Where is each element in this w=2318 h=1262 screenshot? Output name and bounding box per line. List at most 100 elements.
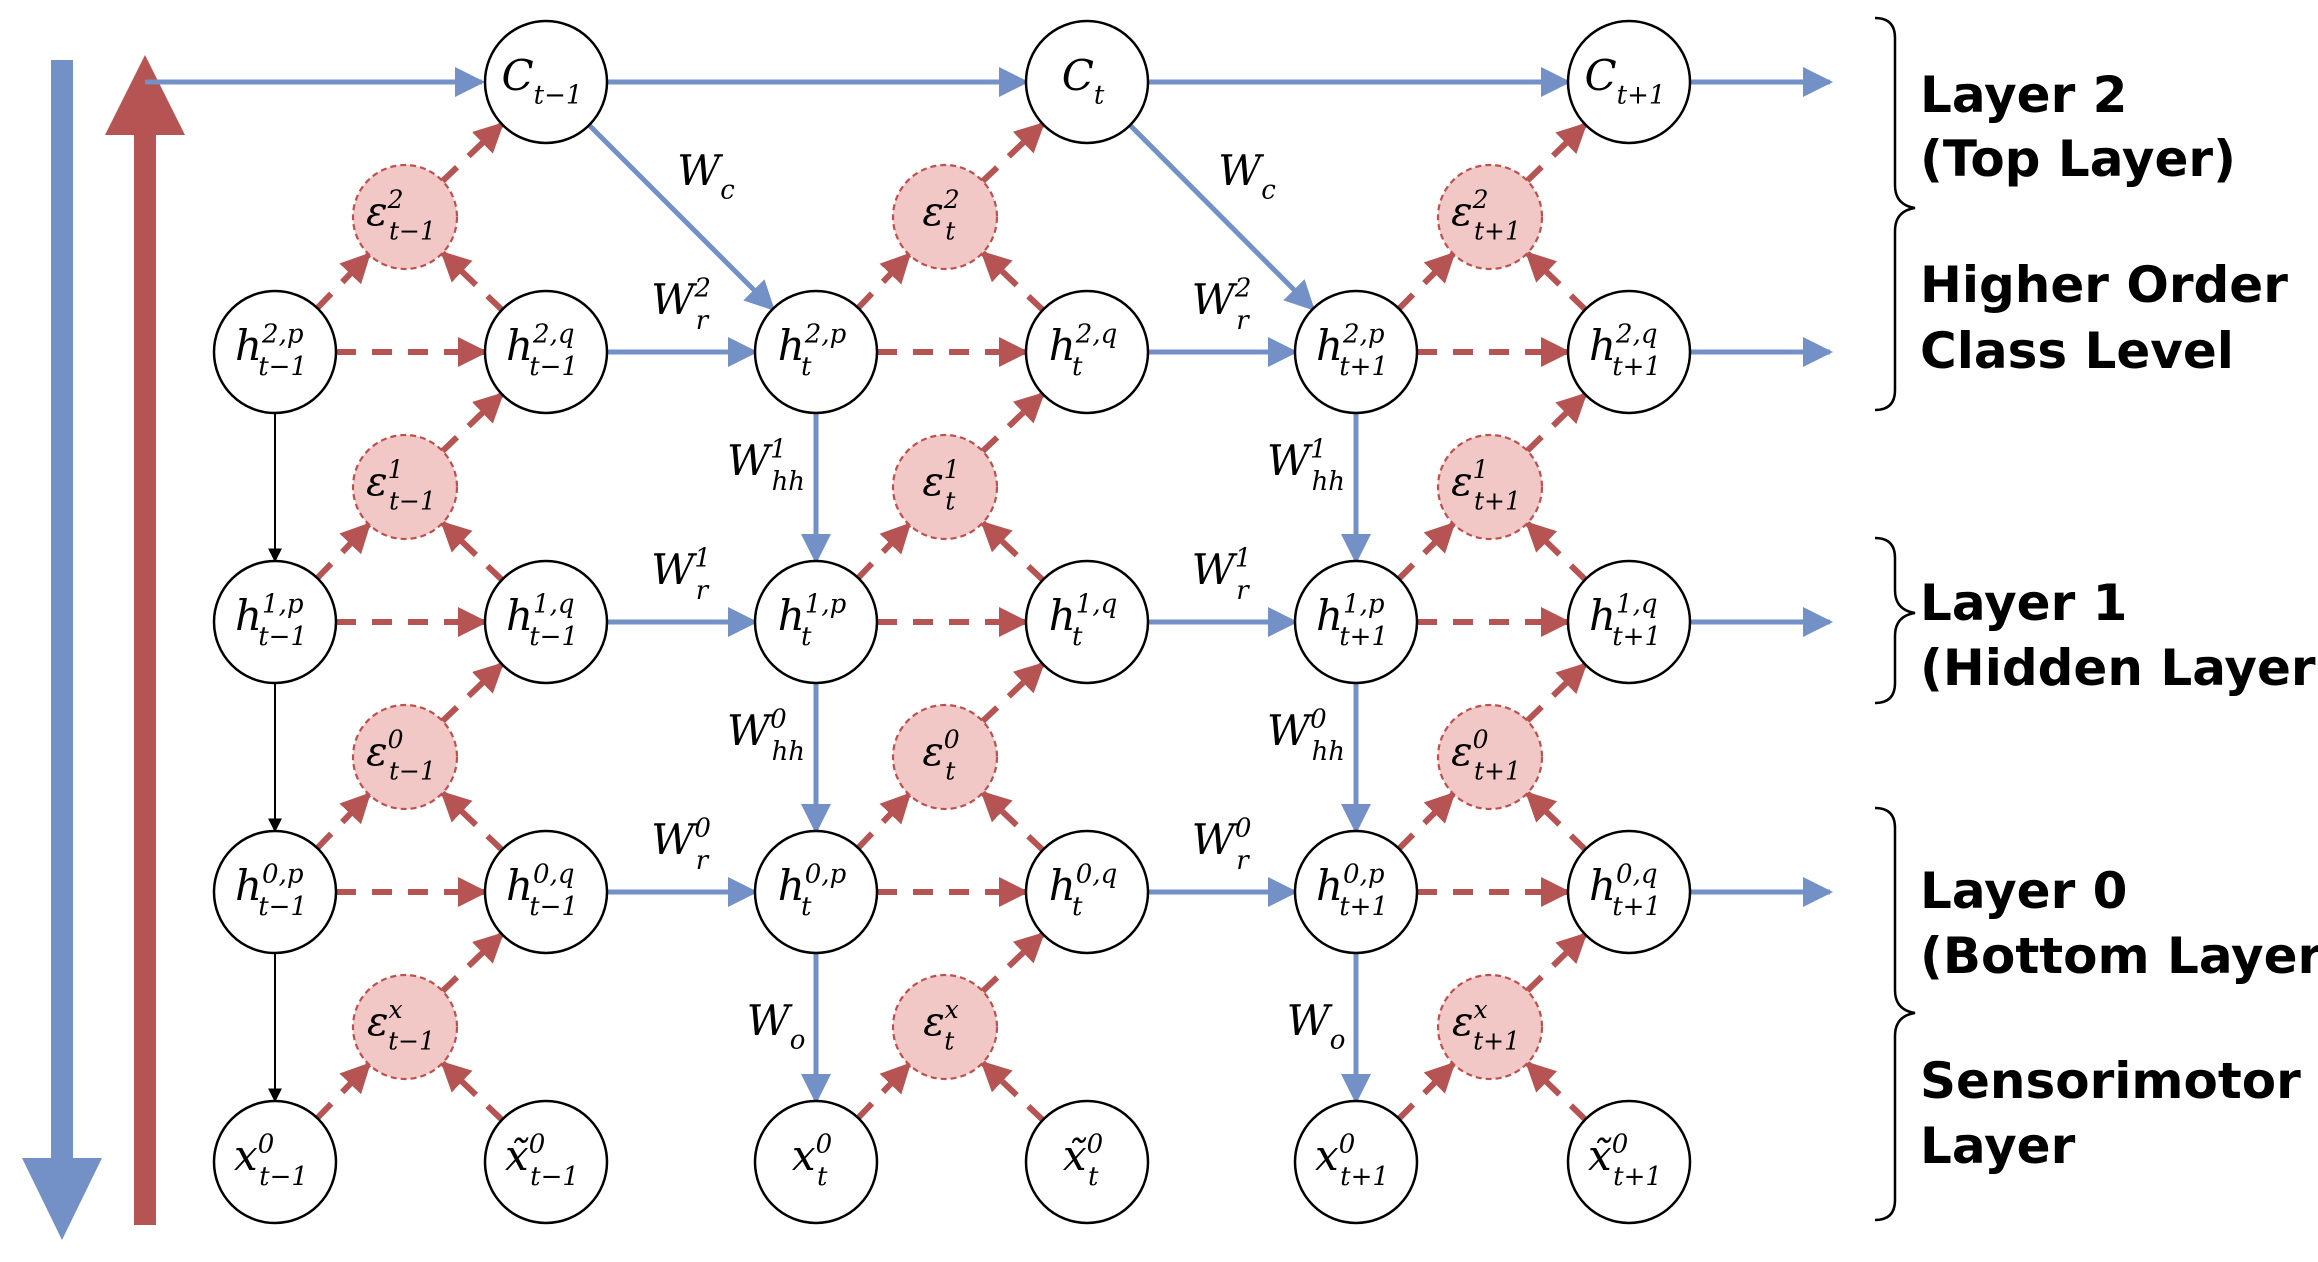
error-in-arrow [855,1062,912,1120]
error-out-arrow [980,661,1045,724]
error-node-1-circle [351,433,459,541]
error-out-arrow [1525,122,1588,183]
x-node-circle [212,1099,338,1225]
h-p-node-circle [753,559,879,685]
class-level-subtitle: Class Level [1920,322,2234,380]
h-p-node-circle [212,289,338,415]
class-node-t: Ct [1024,19,1150,145]
weight-wo-label: Wo [747,996,806,1055]
top-down-prediction-arrow [22,60,102,1240]
class-level-title: Higher Order [1920,256,2288,314]
error-out-arrow [1525,932,1588,993]
error-out-arrow [980,121,1045,184]
class-to-hidden-arrow [1128,123,1316,311]
h-p-node-circle [1293,829,1419,955]
error-node-0-circle [891,703,999,811]
error-in-arrow [315,792,372,851]
h-p-node-circle [753,289,879,415]
class-node-t+1-circle [1566,19,1692,145]
h-q-node-circle [483,559,609,685]
layer1-title: Layer 1 [1920,574,2127,632]
error-in-arrow [440,250,505,312]
error-in-arrow [1525,791,1588,852]
error-in-arrow [315,522,372,581]
error-in-arrow [980,790,1045,853]
h-p-node-circle [212,559,338,685]
error-in-arrow [855,792,912,850]
layer0-subtitle: (Bottom Layer) [1920,927,2318,985]
h-q-node-circle [1566,829,1692,955]
h-q-node-circle [1566,289,1692,415]
error-in-arrow [855,252,912,310]
h-q-node-circle [1566,559,1692,685]
error-node-2-circle [1436,163,1544,271]
h-q-node-circle [1024,559,1150,685]
class-node-t+1-label: Ct+1 [1585,51,1666,110]
error-in-arrow [1396,1061,1456,1121]
error-node-2-circle [891,163,999,271]
error-node-1-circle [891,433,999,541]
h-q-node-circle [483,829,609,955]
error-out-arrow [440,392,505,454]
class-node-t-circle [1024,19,1150,145]
h-p-node-circle [753,829,879,955]
error-in-arrow [1396,521,1456,581]
h-q-node-circle [1024,829,1150,955]
x-tilde-node-circle [1024,1099,1150,1225]
error-node-x-circle [351,973,459,1081]
brace-layer2 [1874,16,1916,412]
error-in-arrow [315,252,372,311]
error-node-x-circle [891,973,999,1081]
x-tilde-node-circle [1566,1099,1692,1225]
error-in-arrow [855,522,912,580]
error-node-0-circle [351,703,459,811]
error-node-2-circle [351,163,459,271]
layer0-title: Layer 0 [1920,862,2127,920]
error-out-arrow [440,662,505,724]
brace-layer1 [1874,536,1916,705]
error-in-arrow [1396,791,1456,851]
error-in-arrow [1525,521,1588,582]
